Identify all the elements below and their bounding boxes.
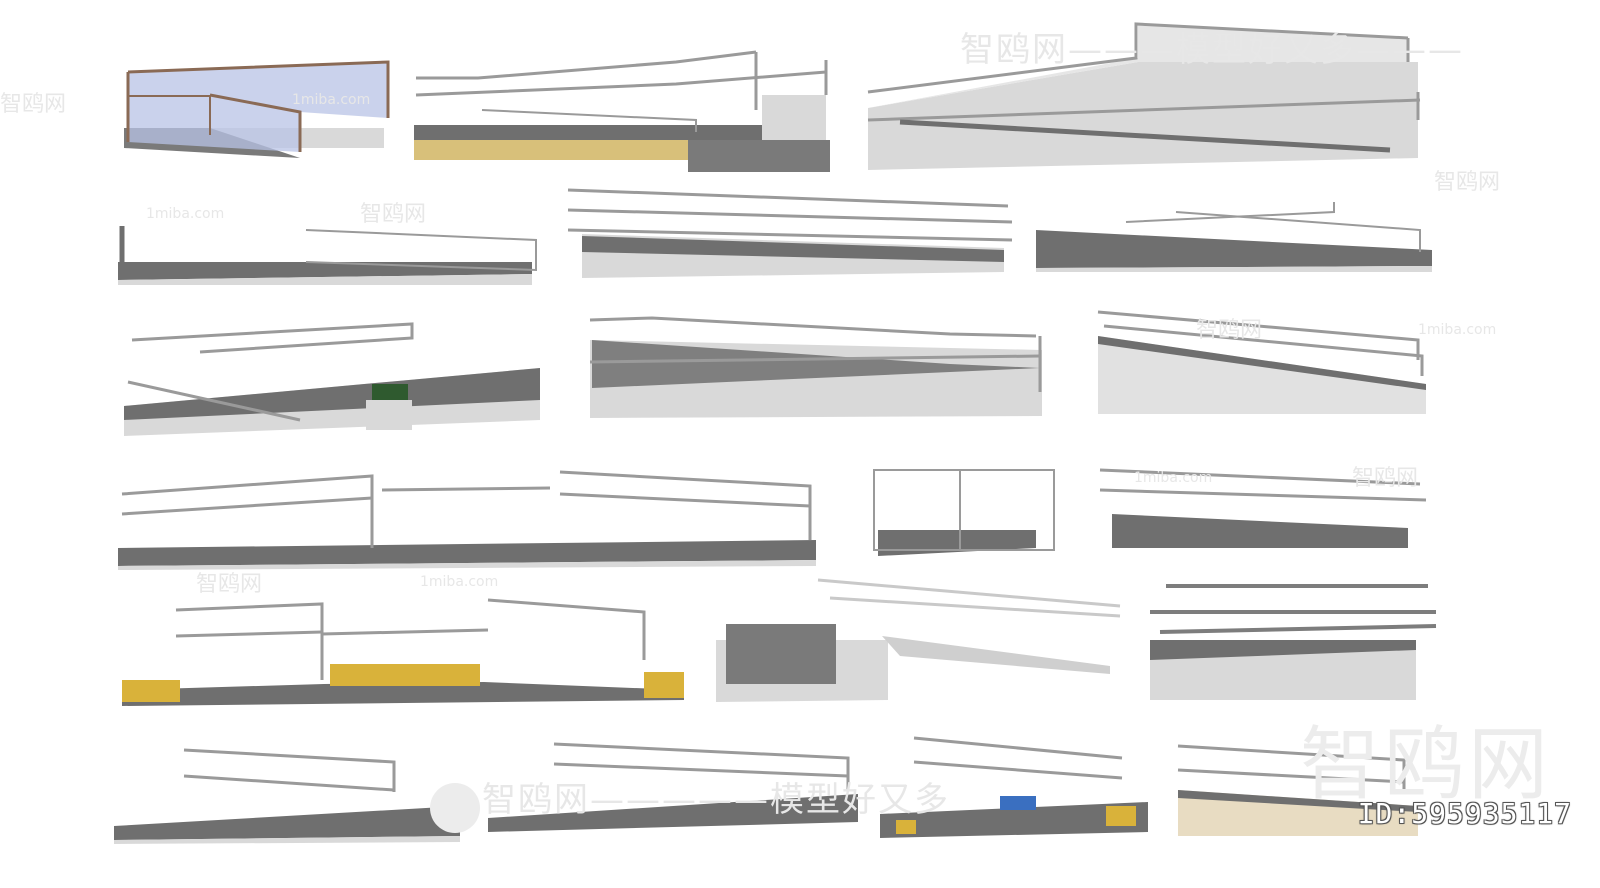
ramp-crossing [589, 316, 1042, 418]
ramp-three-section [118, 470, 816, 570]
ramp-short-loop [114, 748, 460, 844]
ramp-long-straight [567, 188, 1013, 278]
ramp-picket-low [118, 226, 537, 285]
ramp-turn-green-box [124, 322, 540, 436]
ramp-low-long [488, 742, 858, 832]
ramp-loop-rail [1099, 468, 1427, 548]
ramp-stepped-small [1036, 202, 1432, 272]
ramp-sand-base [1177, 744, 1418, 836]
watermark-logo-icon [430, 783, 480, 833]
ramp-heavy-pipe [1150, 584, 1437, 700]
ramp-tactile-yellow [122, 598, 684, 706]
ramp-cage [873, 469, 1055, 556]
ramp-accessible-sign [880, 736, 1148, 838]
ramp-stair-mesh [716, 578, 1121, 702]
ramp-long-double [867, 22, 1421, 170]
image-id-label: ID:595935117 [1357, 797, 1572, 830]
ramp-switchback-sand [414, 50, 830, 172]
ramp-glass-railing [124, 60, 390, 158]
ramp-tall-wall [1097, 310, 1426, 414]
